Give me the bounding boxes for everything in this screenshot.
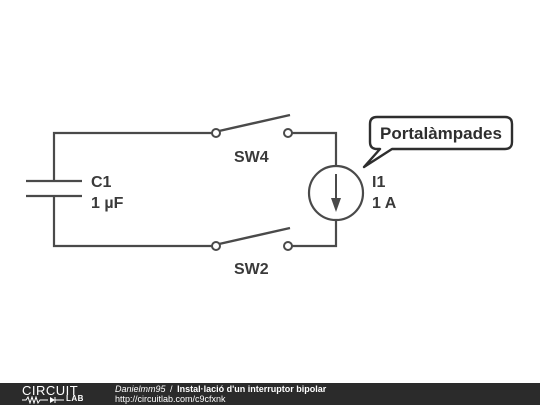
- logo-waveform-icon: [22, 396, 64, 404]
- footer-title[interactable]: Instal·lació d'un interruptor bipolar: [177, 384, 327, 394]
- switch-sw4[interactable]: [211, 113, 293, 138]
- circuit-schematic: C1 1 µF SW4 SW2 I1 1 A Portalàmpades: [26, 113, 514, 278]
- switch-sw4-left-terminal: [211, 128, 221, 138]
- current-source-i1[interactable]: [307, 164, 365, 222]
- wire-bottom-left: [52, 196, 212, 248]
- switch-sw2-left-terminal: [211, 241, 221, 251]
- logo-circuit-text: CIRCUIT: [22, 383, 79, 398]
- current-source-name-label: I1: [372, 174, 385, 191]
- footer-separator: /: [170, 384, 173, 394]
- switch-sw4-lever: [218, 113, 291, 133]
- switch-sw4-label: SW4: [234, 149, 269, 166]
- current-arrow-down-icon: [331, 198, 341, 212]
- switch-sw2-label: SW2: [234, 261, 269, 278]
- switch-sw2[interactable]: [211, 226, 293, 251]
- circuitlab-logo[interactable]: CIRCUIT LAB: [22, 383, 94, 404]
- capacitor-name-label: C1: [91, 174, 112, 191]
- logo-lab-text: LAB: [66, 394, 84, 403]
- callout-label: Portalàmpades: [380, 124, 502, 143]
- wire-bottom-right: [292, 220, 338, 248]
- footer-bar: CIRCUIT LAB Danielmm95 / Instal·lació d'…: [0, 383, 540, 405]
- wire-top-left: [52, 131, 212, 181]
- callout-shape: [362, 115, 514, 169]
- capacitor-value-label: 1 µF: [91, 195, 124, 212]
- switch-sw2-lever: [218, 226, 291, 246]
- callout-bubble[interactable]: [362, 115, 514, 169]
- footer-url[interactable]: http://circuitlab.com/c9cfxnk: [115, 394, 226, 404]
- wire-top-right: [292, 131, 338, 166]
- switch-sw4-right-terminal: [283, 128, 293, 138]
- capacitor-c1[interactable]: [26, 179, 82, 198]
- switch-sw2-right-terminal: [283, 241, 293, 251]
- footer-author[interactable]: Danielmm95: [115, 384, 166, 394]
- footer-credit: Danielmm95 / Instal·lació d'un interrupt…: [115, 384, 326, 394]
- current-source-value-label: 1 A: [372, 195, 397, 212]
